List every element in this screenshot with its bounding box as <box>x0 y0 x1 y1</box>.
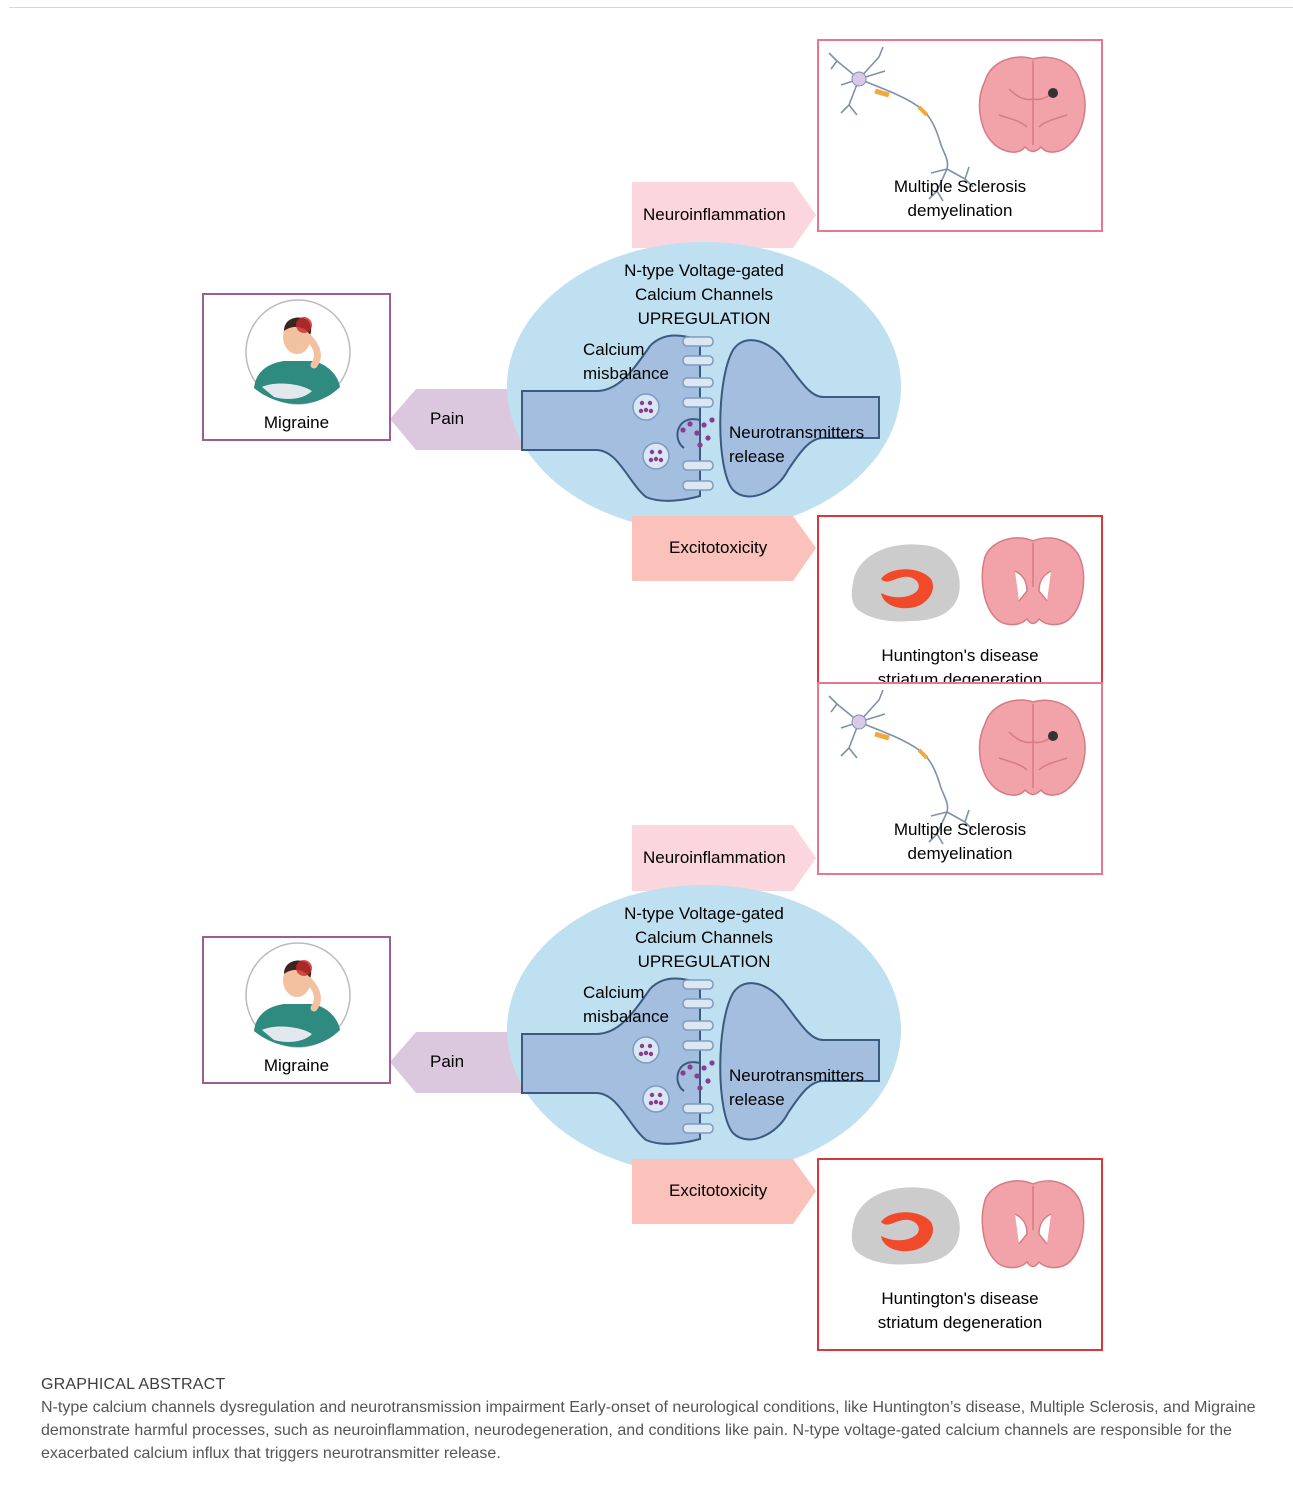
postsynaptic-terminal <box>719 982 880 1141</box>
neuroinflammation-arrow <box>632 182 816 248</box>
neurotransmitters-line-1: Neurotransmitters <box>729 1066 865 1085</box>
excitotoxicity-arrow <box>632 1159 816 1224</box>
brain-coronal-icon <box>978 699 1086 796</box>
diagram-panel-1: N-type Voltage-gated Calcium Channels UP… <box>0 0 1293 687</box>
neuroinflammation-arrow <box>632 825 816 891</box>
ms-line-1: Multiple Sclerosis <box>893 820 1027 839</box>
calcium-misbalance-label: Calcium misbalance <box>583 981 669 1029</box>
calcium-line-2: misbalance <box>583 364 669 383</box>
pain-arrow <box>390 389 528 450</box>
neurotransmitters-label: Neurotransmitters release <box>729 1064 864 1112</box>
migraine-label: Migraine <box>263 413 330 432</box>
neuroinflammation-label: Neuroinflammation <box>643 205 786 224</box>
ms-line-2: demyelination <box>907 201 1013 220</box>
hd-line-1: Huntington's disease <box>881 646 1039 665</box>
calcium-line-1: Calcium <box>583 983 645 1002</box>
caption-body: N-type calcium channels dysregulation an… <box>41 1399 1256 1462</box>
diagram-graphics <box>390 182 901 581</box>
calcium-line-1: Calcium <box>583 340 645 359</box>
channel-title: N-type Voltage-gated Calcium Channels UP… <box>594 902 814 974</box>
calcium-line-2: misbalance <box>583 1007 669 1026</box>
excitotoxicity-label: Excitotoxicity <box>669 538 768 557</box>
hd-coronal-brain <box>981 537 1085 626</box>
top-rule <box>9 7 1293 8</box>
channel-title-line-2: Calcium Channels <box>635 285 773 304</box>
ms-label: Multiple Sclerosis demyelination <box>819 818 1101 866</box>
ms-box: Multiple Sclerosis demyelination <box>817 39 1103 232</box>
postsynaptic-terminal <box>719 339 880 498</box>
hd-box: Huntington's disease striatum degenerati… <box>817 1158 1103 1351</box>
excitotoxicity-label: Excitotoxicity <box>669 1181 768 1200</box>
ms-line-1: Multiple Sclerosis <box>893 177 1027 196</box>
hd-coronal-brain <box>981 1180 1085 1269</box>
migraine-label: Migraine <box>263 1056 330 1075</box>
caption-title: GRAPHICAL ABSTRACT <box>41 1376 226 1393</box>
neuroinflammation-label: Neuroinflammation <box>643 848 786 867</box>
hd-brain-icon <box>851 537 1085 626</box>
migraine-person-icon <box>245 299 351 405</box>
hd-brain-icon <box>851 1180 1085 1269</box>
figure-caption: GRAPHICAL ABSTRACT N-type calcium channe… <box>41 1374 1256 1465</box>
neurotransmitters-line-1: Neurotransmitters <box>729 423 865 442</box>
excitotoxicity-arrow <box>632 516 816 581</box>
channel-title-line-3: UPREGULATION <box>637 952 771 971</box>
pain-label: Pain <box>430 409 465 428</box>
calcium-channels <box>682 336 714 491</box>
pain-label: Pain <box>430 1052 465 1071</box>
channel-title-line-3: UPREGULATION <box>637 309 771 328</box>
ms-label: Multiple Sclerosis demyelination <box>819 175 1101 223</box>
calcium-misbalance-label: Calcium misbalance <box>583 338 669 386</box>
ms-line-2: demyelination <box>907 844 1013 863</box>
channel-title: N-type Voltage-gated Calcium Channels UP… <box>594 259 814 331</box>
ms-neuron-brain-icon <box>828 689 1086 845</box>
hd-line-1: Huntington's disease <box>881 1289 1039 1308</box>
channel-title-line-2: Calcium Channels <box>635 928 773 947</box>
hd-label: Huntington's disease striatum degenerati… <box>819 1287 1101 1335</box>
vesicles <box>632 1036 715 1113</box>
neurotransmitters-line-2: release <box>729 1090 785 1109</box>
hd-line-2: striatum degeneration <box>877 1313 1043 1332</box>
channel-title-line-1: N-type Voltage-gated <box>624 904 784 923</box>
migraine-box: Migraine <box>202 936 391 1084</box>
brain-coronal-icon <box>978 56 1086 153</box>
migraine-box: Migraine <box>202 293 391 441</box>
channel-title-line-1: N-type Voltage-gated <box>624 261 784 280</box>
neurotransmitters-label: Neurotransmitters release <box>729 421 864 469</box>
neurotransmitters-line-2: release <box>729 447 785 466</box>
ms-neuron-brain-icon <box>828 46 1086 202</box>
calcium-channels <box>682 979 714 1134</box>
hd-box: Huntington's disease striatum degenerati… <box>817 515 1103 687</box>
migraine-person-icon <box>245 942 351 1048</box>
diagram-panel-2: N-type Voltage-gated Calcium Channels UP… <box>0 643 1293 1351</box>
ms-box: Multiple Sclerosis demyelination <box>817 682 1103 875</box>
vesicles <box>632 393 715 470</box>
pain-arrow <box>390 1032 528 1093</box>
diagram-graphics <box>390 825 901 1224</box>
